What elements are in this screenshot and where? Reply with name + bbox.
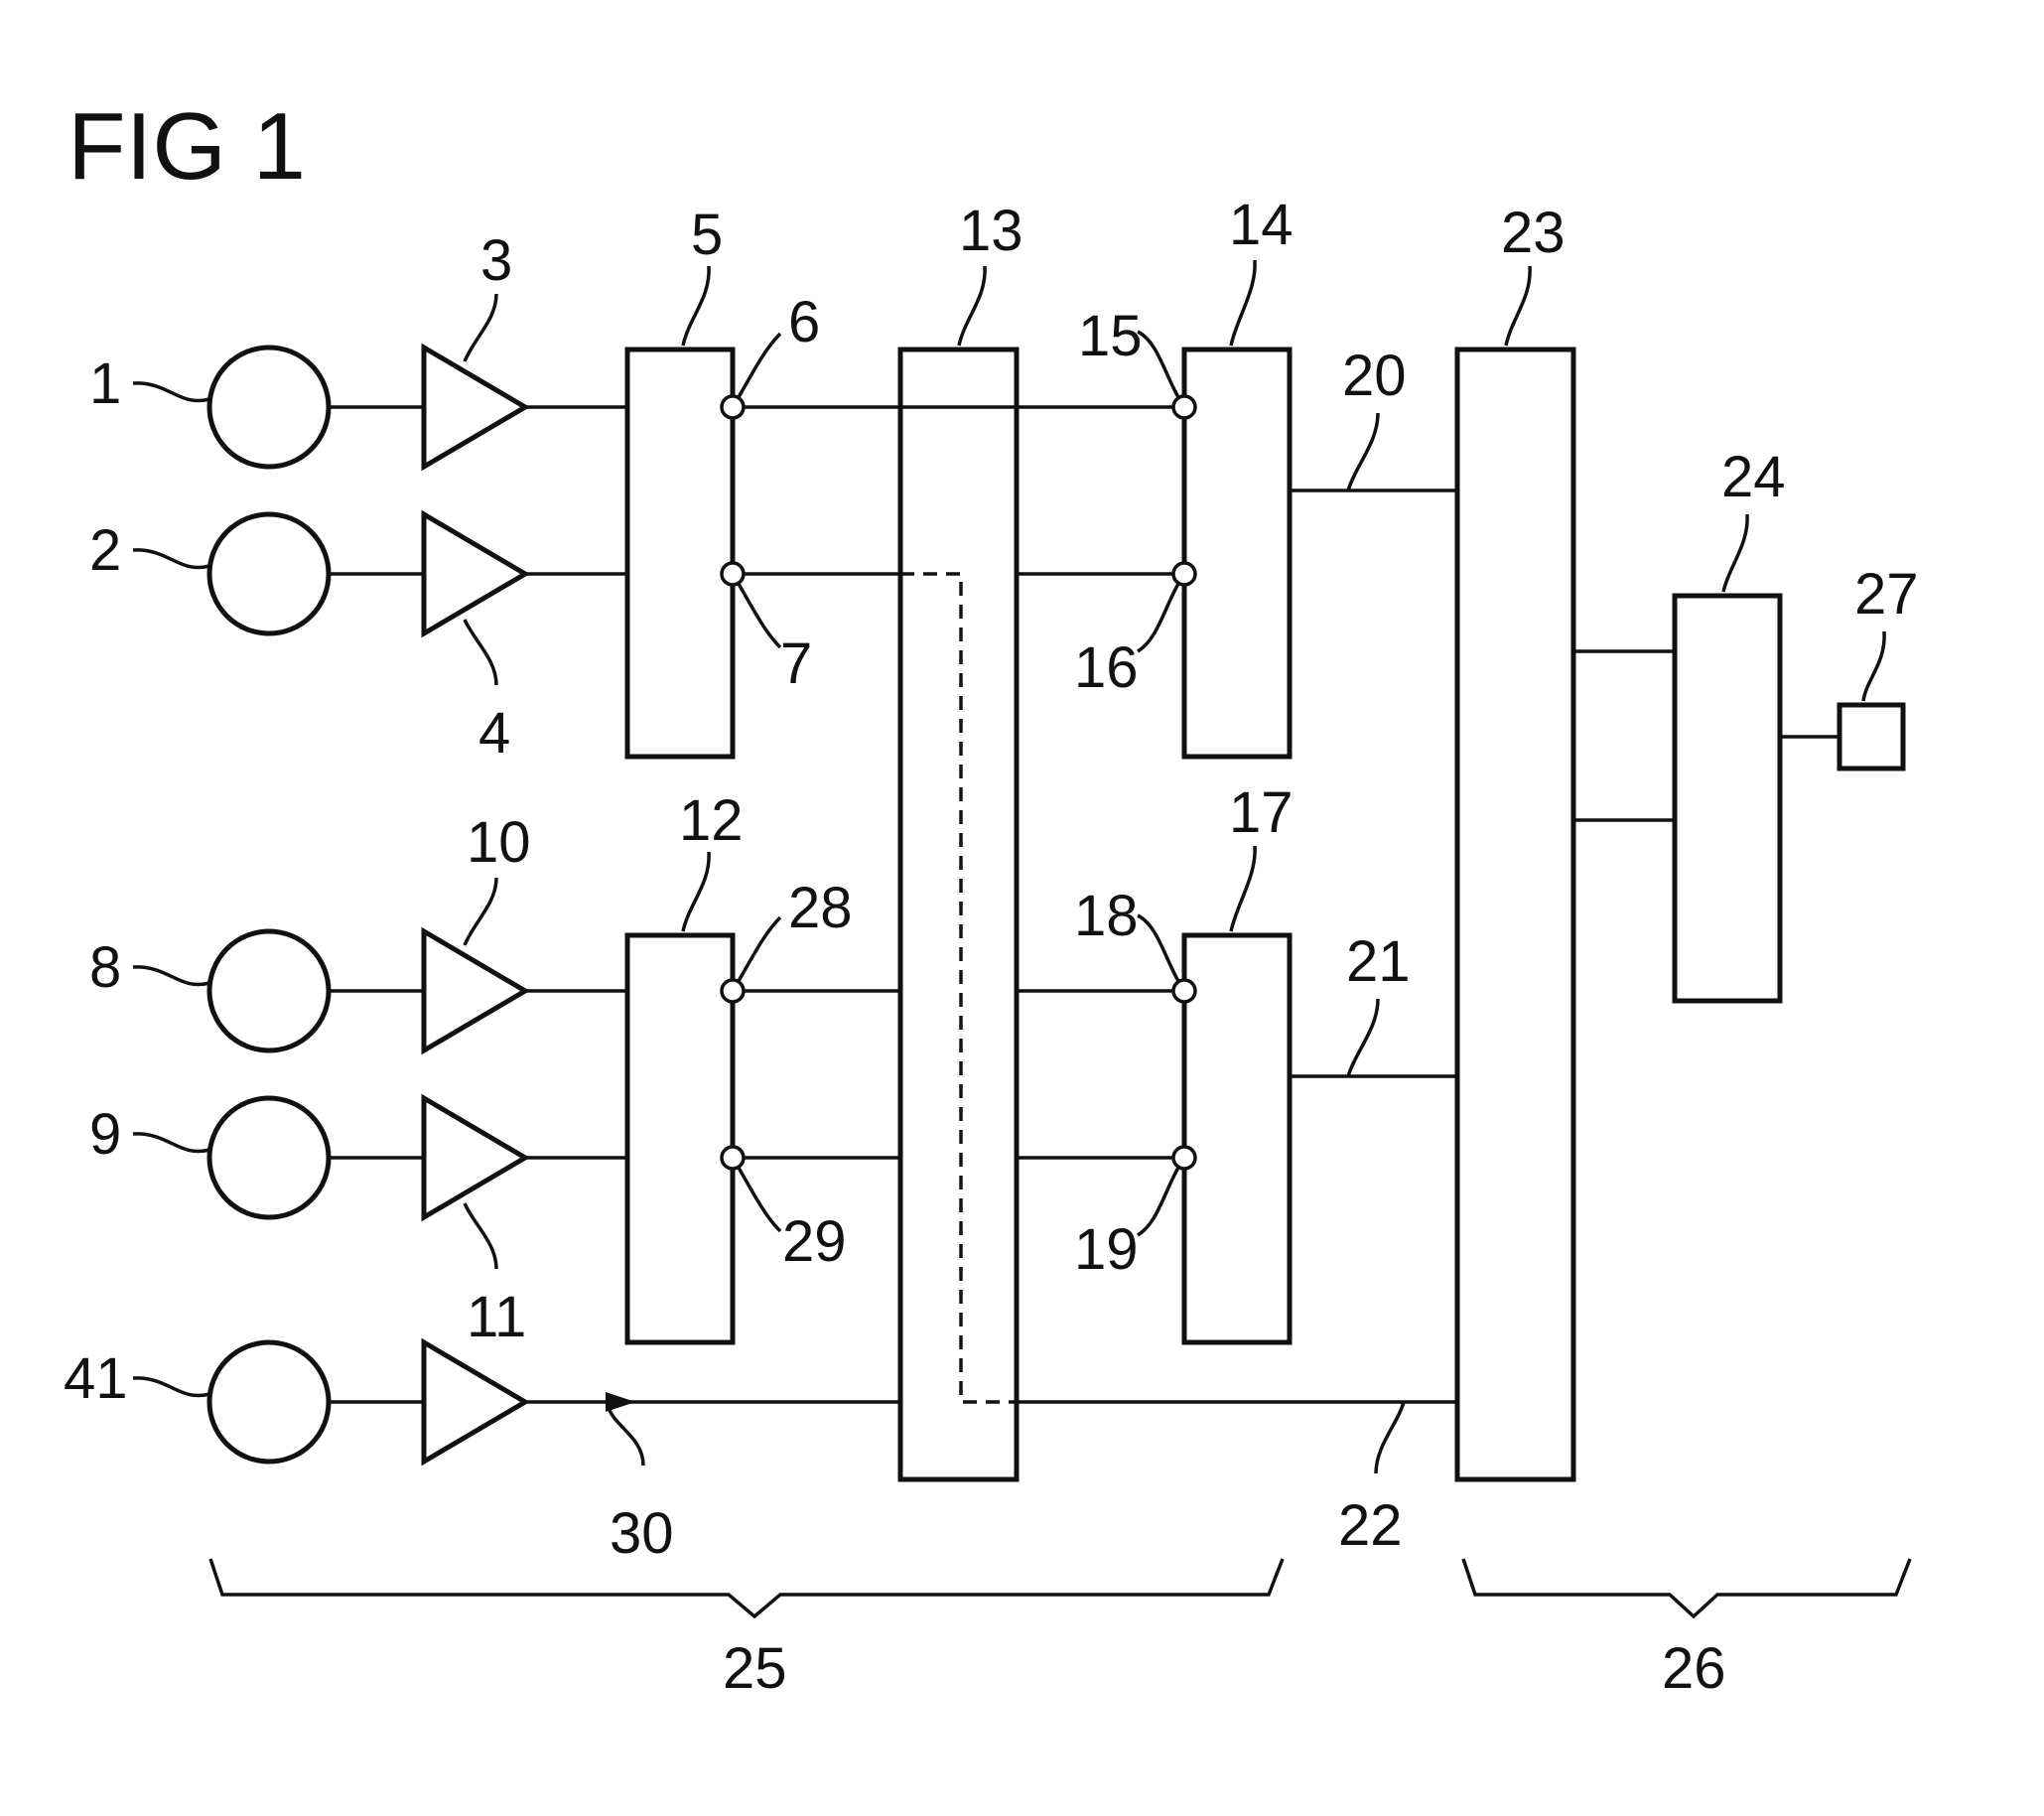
leader-22 bbox=[1376, 1402, 1404, 1473]
block-12 bbox=[627, 935, 733, 1342]
label-source-8: 8 bbox=[89, 935, 121, 1000]
label-node-16: 16 bbox=[1074, 635, 1139, 700]
label-group-26: 26 bbox=[1662, 1636, 1726, 1701]
amplifier-10 bbox=[424, 931, 525, 1050]
leader-23 bbox=[1506, 266, 1530, 346]
source-8-circle bbox=[209, 931, 329, 1050]
label-line-21: 21 bbox=[1346, 929, 1411, 994]
label-block-23: 23 bbox=[1501, 201, 1566, 265]
node-28 bbox=[722, 980, 744, 1002]
label-node-7: 7 bbox=[780, 631, 812, 696]
label-node-19: 19 bbox=[1074, 1217, 1139, 1282]
leader-2 bbox=[133, 550, 209, 568]
label-amp-3: 3 bbox=[480, 228, 512, 293]
label-source-2: 2 bbox=[89, 518, 121, 583]
label-node-29: 29 bbox=[782, 1209, 847, 1274]
amplifier-41 bbox=[424, 1342, 525, 1462]
label-node-6: 6 bbox=[788, 290, 820, 354]
leader-10 bbox=[465, 878, 496, 945]
label-source-41: 41 bbox=[64, 1346, 128, 1411]
brace-group-25 bbox=[210, 1559, 1283, 1616]
node-15 bbox=[1173, 396, 1195, 418]
leader-7 bbox=[739, 584, 780, 647]
node-18 bbox=[1173, 980, 1195, 1002]
leader-3 bbox=[465, 294, 496, 361]
block-23 bbox=[1457, 349, 1573, 1479]
leader-12 bbox=[683, 852, 709, 931]
block-14 bbox=[1184, 349, 1290, 757]
amplifier-11 bbox=[424, 1098, 525, 1217]
label-amp-11: 11 bbox=[467, 1285, 526, 1349]
dashed-bypass-path bbox=[900, 574, 1017, 1402]
leader-21 bbox=[1348, 999, 1378, 1076]
label-block-17: 17 bbox=[1229, 780, 1294, 845]
node-19 bbox=[1173, 1147, 1195, 1169]
node-29 bbox=[722, 1147, 744, 1169]
label-node-28: 28 bbox=[788, 876, 853, 940]
label-block-24: 24 bbox=[1721, 445, 1786, 509]
leader-6 bbox=[739, 334, 780, 397]
block-24 bbox=[1675, 596, 1780, 1001]
leader-27 bbox=[1863, 631, 1884, 701]
label-block-27: 27 bbox=[1854, 562, 1919, 627]
label-line-20: 20 bbox=[1342, 344, 1407, 408]
leader-24 bbox=[1723, 514, 1747, 592]
label-group-25: 25 bbox=[723, 1636, 787, 1701]
block-27 bbox=[1840, 705, 1903, 768]
leader-5 bbox=[683, 266, 709, 346]
leader-11 bbox=[465, 1203, 496, 1269]
leader-9 bbox=[133, 1134, 209, 1152]
amplifier-3 bbox=[424, 348, 525, 467]
block-17 bbox=[1184, 935, 1290, 1342]
label-amp-10: 10 bbox=[467, 810, 531, 875]
label-block-12: 12 bbox=[679, 788, 744, 853]
leader-15 bbox=[1138, 332, 1178, 397]
leader-29 bbox=[739, 1168, 780, 1231]
amplifier-4 bbox=[424, 514, 525, 633]
label-node-18: 18 bbox=[1074, 884, 1139, 948]
leader-13 bbox=[959, 266, 985, 346]
leader-28 bbox=[739, 917, 780, 981]
label-amp-4: 4 bbox=[478, 701, 510, 766]
source-9-circle bbox=[209, 1098, 329, 1217]
leader-30 bbox=[608, 1404, 643, 1466]
node-7 bbox=[722, 563, 744, 585]
label-node-15: 15 bbox=[1078, 304, 1143, 368]
leader-8 bbox=[133, 967, 209, 985]
block-13 bbox=[900, 349, 1017, 1479]
leader-19 bbox=[1138, 1168, 1178, 1235]
leader-14 bbox=[1231, 260, 1255, 346]
leader-1 bbox=[133, 383, 209, 401]
leader-4 bbox=[465, 620, 496, 685]
label-block-13: 13 bbox=[959, 199, 1023, 263]
label-block-14: 14 bbox=[1229, 193, 1294, 257]
leader-18 bbox=[1138, 915, 1178, 981]
node-6 bbox=[722, 396, 744, 418]
label-source-9: 9 bbox=[89, 1102, 121, 1167]
label-line-22: 22 bbox=[1338, 1493, 1403, 1558]
brace-group-26 bbox=[1463, 1559, 1910, 1616]
source-41-circle bbox=[209, 1342, 329, 1462]
leader-16 bbox=[1138, 584, 1178, 651]
source-2-circle bbox=[209, 514, 329, 633]
block-5 bbox=[627, 349, 733, 757]
leader-17 bbox=[1231, 846, 1255, 931]
label-source-1: 1 bbox=[89, 351, 121, 416]
node-16 bbox=[1173, 563, 1195, 585]
source-1-circle bbox=[209, 348, 329, 467]
figure-title: FIG 1 bbox=[68, 93, 306, 200]
label-arrow-30: 30 bbox=[610, 1501, 674, 1566]
label-block-5: 5 bbox=[691, 203, 723, 267]
leader-41 bbox=[133, 1378, 209, 1396]
leader-20 bbox=[1348, 413, 1378, 490]
